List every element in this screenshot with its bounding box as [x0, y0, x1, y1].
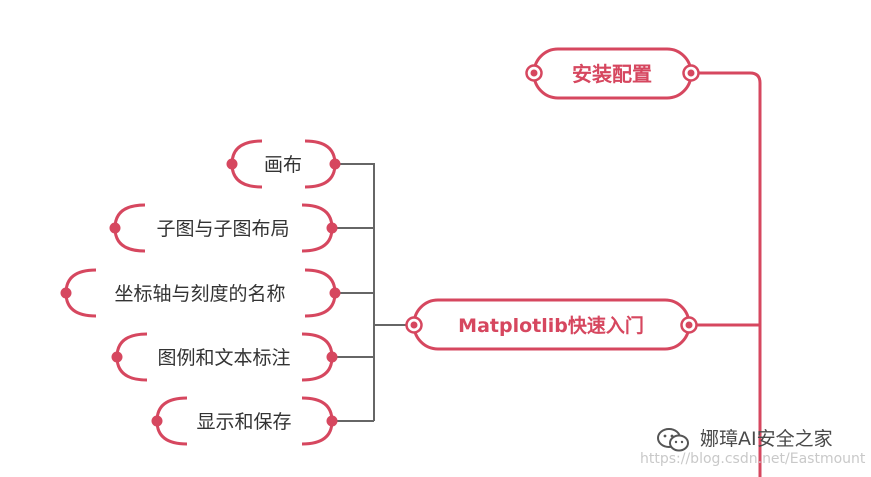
sub-node-dot [111, 351, 123, 363]
trunk-connector [697, 71, 762, 477]
sub-node-dot [109, 222, 121, 234]
sub-node-dot [326, 351, 338, 363]
sub-node-show-save[interactable]: 显示和保存 [151, 396, 338, 446]
sub-node-label: 显示和保存 [196, 411, 291, 433]
sub-node-legend-annotation[interactable]: 图例和文本标注 [111, 332, 338, 382]
sub-node-canvas[interactable]: 画布 [226, 139, 341, 189]
sub-connectors [334, 163, 410, 422]
sub-node-dot [329, 158, 341, 170]
node-install-config[interactable]: 安装配置 [525, 47, 700, 100]
sub-node-dot [326, 415, 338, 427]
sub-node-subplot-layout[interactable]: 子图与子图布局 [109, 203, 338, 253]
watermark-title: 娜璋AI安全之家 [700, 428, 833, 450]
sub-node-dot [329, 287, 341, 299]
node-quickstart-label: Matplotlib快速入门 [458, 314, 644, 337]
sub-node-dot [226, 158, 238, 170]
sub-node-label: 子图与子图布局 [156, 218, 289, 240]
sub-node-dot [326, 222, 338, 234]
watermark-url: https://blog.csdn.net/Eastmount [640, 451, 866, 467]
sub-node-dot [151, 415, 163, 427]
sub-node-label: 画布 [264, 154, 302, 176]
sub-node-label: 坐标轴与刻度的名称 [114, 283, 285, 305]
wechat-icon [657, 428, 689, 452]
node-install-label: 安装配置 [572, 62, 652, 86]
sub-node-axis-ticks[interactable]: 坐标轴与刻度的名称 [60, 268, 341, 318]
sub-node-label: 图例和文本标注 [157, 347, 290, 369]
sub-node-dot [60, 287, 72, 299]
node-matplotlib-quickstart[interactable]: Matplotlib快速入门 [405, 298, 698, 351]
